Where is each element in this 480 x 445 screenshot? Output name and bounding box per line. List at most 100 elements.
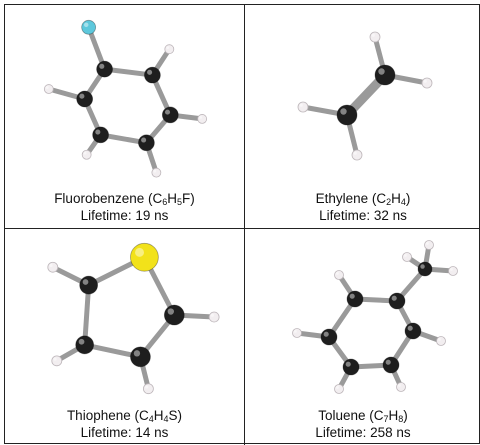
atom-highlight (147, 69, 153, 75)
lifetime-line: Lifetime: 258 ns (245, 424, 480, 441)
carbon-atom (75, 335, 95, 355)
carbon-atom (76, 90, 94, 108)
carbon-atom (382, 356, 400, 374)
atom-highlight (79, 93, 85, 99)
hydrogen-atom (81, 149, 92, 160)
molecule-name: Ethylene (315, 191, 369, 206)
carbon-atom (342, 358, 360, 376)
atom-highlight (78, 338, 85, 345)
molecule-name: Fluorobenzene (54, 191, 145, 206)
atom-highlight (449, 267, 453, 271)
hydrogen-atom (421, 77, 433, 89)
molecule-grid: Fluorobenzene (C6H5F) Lifetime: 19 ns Et… (4, 4, 480, 445)
atom-highlight (425, 241, 429, 245)
molecule-name: Toluene (318, 408, 366, 423)
molecule-formula: C4H4S (139, 408, 178, 424)
formula-element: F (182, 191, 191, 206)
hydrogen-atom (47, 261, 59, 273)
atom-highlight (99, 63, 105, 69)
molecule-formula: C2H4 (376, 191, 406, 207)
formula-element: H (388, 408, 399, 423)
atom-highlight (199, 115, 203, 119)
panel-thiophene: Thiophene (C4H4S) Lifetime: 14 ns (5, 229, 245, 445)
hydrogen-atom (197, 114, 208, 124)
atom-highlight (299, 103, 303, 107)
atom-highlight (345, 361, 351, 367)
carbon-atom (346, 290, 364, 308)
atom-highlight (210, 313, 214, 317)
carbon-atom (388, 292, 406, 310)
lifetime-label: Lifetime: (80, 425, 132, 440)
carbon-atom (161, 106, 179, 124)
lifetime-unit: ns (392, 208, 407, 223)
atoms (292, 240, 458, 394)
atoms (43, 19, 208, 178)
molecule-formula: C7H8 (373, 408, 404, 424)
hydrogen-atom (369, 31, 381, 43)
atom-highlight (53, 357, 57, 361)
formula-element: C (139, 408, 149, 423)
atom-highlight (45, 86, 49, 89)
lifetime-value: 258 (370, 425, 393, 440)
formula-subscript: 8 (398, 414, 404, 424)
formula-subscript: 4 (400, 197, 406, 207)
molecule-name-line: Ethylene (C2H4) (315, 191, 411, 207)
carbon-atom (130, 346, 151, 368)
formula-subscript: 6 (162, 197, 168, 207)
lifetime-label: Lifetime: (80, 208, 132, 223)
hydrogen-atom (396, 382, 406, 392)
hydrogen-atom (334, 270, 344, 280)
panel-ethylene: Ethylene (C2H4) Lifetime: 32 ns (245, 5, 480, 229)
bonds (300, 34, 430, 158)
toluene-molecule (292, 240, 458, 394)
atom-highlight (82, 279, 89, 285)
carbon-atom (417, 261, 433, 277)
hydrogen-atom (43, 84, 54, 94)
atom-highlight (323, 331, 329, 337)
fluorine-atom (81, 19, 97, 35)
carbon-atom (404, 322, 422, 340)
lifetime-unit: ns (396, 425, 411, 440)
formula-subscript: 2 (386, 197, 392, 207)
hydrogen-atom (424, 240, 434, 250)
formula-subscript: 5 (177, 197, 183, 207)
lifetime-value: 14 (135, 425, 151, 440)
caption-ethylene: Ethylene (C2H4) Lifetime: 32 ns (245, 190, 480, 224)
atom-highlight (353, 151, 357, 155)
atom-highlight (423, 79, 427, 83)
atom-highlight (397, 383, 401, 387)
panel-toluene: Toluene (C7H8) Lifetime: 258 ns (245, 229, 480, 445)
hydrogen-atom (402, 252, 412, 262)
bonds (50, 254, 217, 392)
atom-highlight (133, 350, 141, 357)
atom-highlight (385, 359, 391, 365)
lifetime-line: Lifetime: 19 ns (5, 207, 244, 224)
formula-element: C (373, 408, 384, 423)
lifetime-value: 19 (135, 208, 151, 223)
atom-highlight (141, 137, 147, 143)
hydrogen-atom (143, 383, 154, 395)
hydrogen-atom (51, 355, 63, 367)
formula-element: H (153, 408, 164, 423)
carbon-atom (336, 104, 358, 126)
formula-element: H (167, 191, 178, 206)
lifetime-line: Lifetime: 32 ns (245, 207, 480, 224)
hydrogen-atom (436, 336, 446, 346)
carbon-atom (138, 134, 155, 152)
thiophene-molecule (47, 242, 220, 395)
atom-highlight (403, 253, 407, 257)
atom-highlight (378, 68, 385, 75)
hydrogen-atom (151, 167, 162, 178)
carbon-atom (163, 304, 185, 326)
hydrogen-atom (164, 44, 175, 55)
hydrogen-atom (334, 384, 344, 394)
atom-highlight (95, 129, 101, 135)
lifetime-value: 32 (373, 208, 389, 223)
carbon-atom (320, 328, 338, 346)
caption-thiophene: Thiophene (C4H4S) Lifetime: 14 ns (5, 407, 244, 441)
atom-highlight (391, 295, 397, 301)
hydrogen-atom (208, 311, 220, 323)
molecule-name-line: Thiophene (C4H4S) (66, 408, 183, 424)
atoms (47, 242, 220, 395)
molecule-formula: C6H5F (153, 191, 191, 207)
